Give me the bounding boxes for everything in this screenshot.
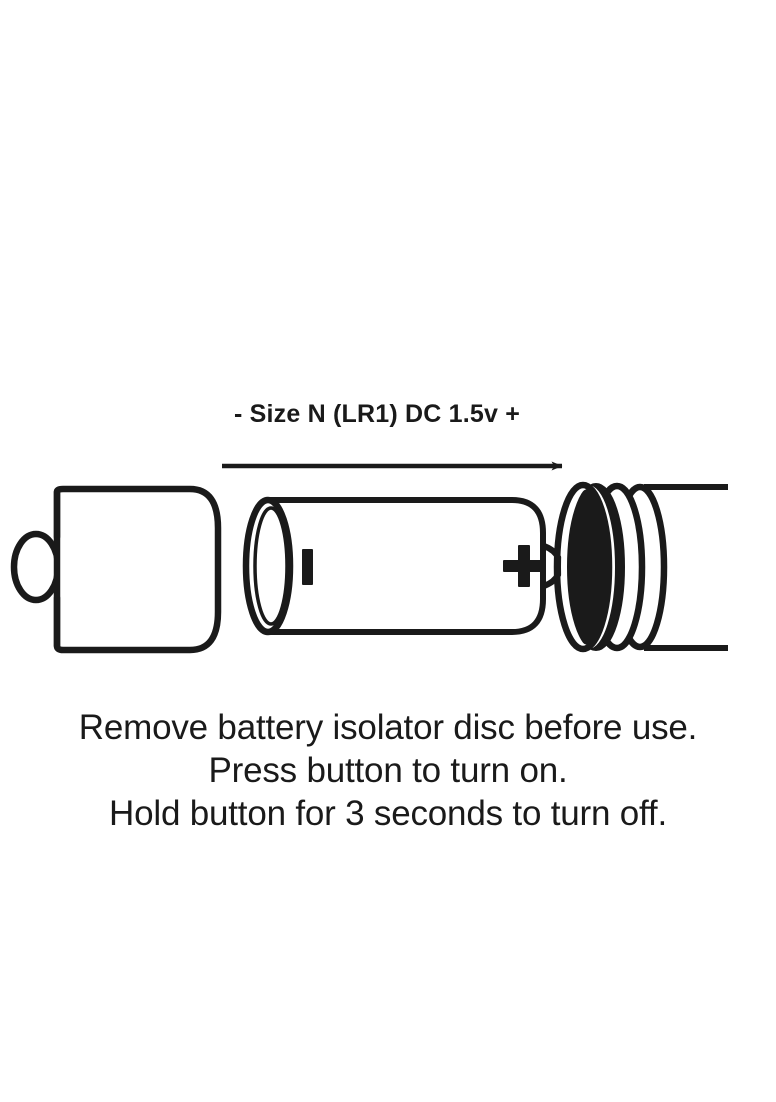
caption-line-hold-to-turn-off: Hold button for 3 seconds to turn off. xyxy=(109,794,667,833)
battery-plus-marker xyxy=(503,545,545,587)
device-body-cap xyxy=(10,485,222,654)
instruction-caption: Remove battery isolator disc before use.… xyxy=(0,706,776,835)
battery-minus-marker xyxy=(302,549,313,585)
battery-spec-label: - Size N (LR1) DC 1.5v + xyxy=(233,400,521,428)
diagram-artwork xyxy=(10,461,728,654)
battery-insertion-diagram: - Size N (LR1) DC 1.5v + xyxy=(10,400,728,654)
power-button-icon xyxy=(10,530,62,604)
caption-line-press-to-turn-on: Press button to turn on. xyxy=(208,751,568,790)
caption-line-remove-isolator: Remove battery isolator disc before use. xyxy=(78,708,698,747)
battery-cell xyxy=(242,496,564,636)
battery-negative-end-inner xyxy=(253,506,289,626)
end-cap-ring-front xyxy=(553,481,613,653)
end-cap-assembly xyxy=(553,481,728,653)
